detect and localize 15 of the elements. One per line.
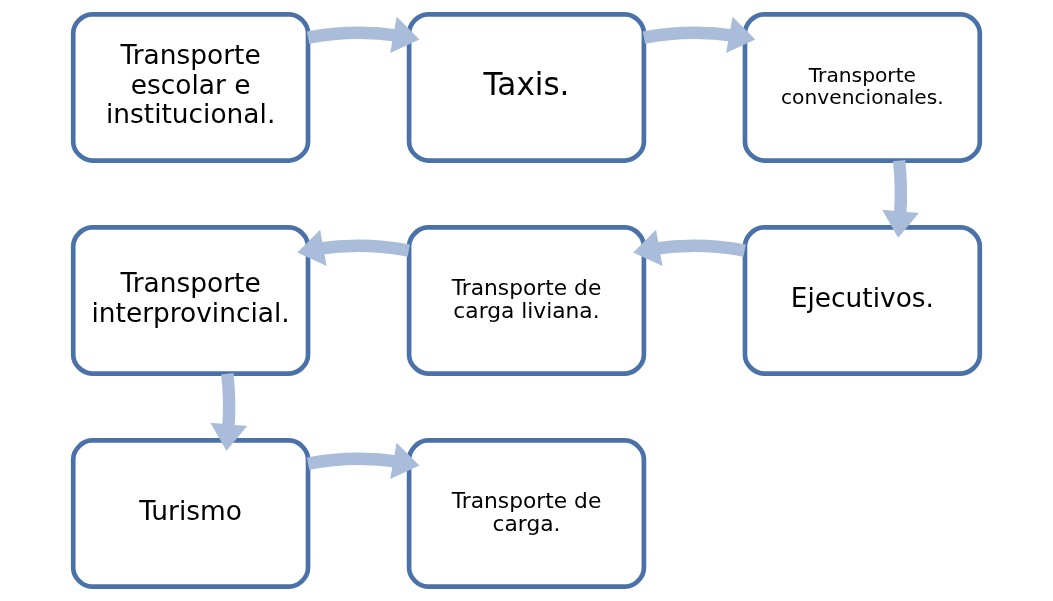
node-box: Turismo xyxy=(70,438,311,589)
node-box: Transporte convencionales. xyxy=(742,12,983,163)
arrow xyxy=(297,229,410,267)
arrow xyxy=(633,229,746,267)
node-box: Ejecutivos. xyxy=(742,225,983,376)
arrow xyxy=(642,16,756,54)
arrow xyxy=(306,16,420,54)
node-box: Taxis. xyxy=(406,12,647,163)
node-box: Transporte de carga liviana. xyxy=(406,225,647,376)
arrow xyxy=(882,160,919,238)
node-box: Transporte escolar e institucional. xyxy=(70,12,311,163)
arrow xyxy=(306,442,420,480)
node-box: Transporte de carga. xyxy=(406,438,647,589)
node-box: Transporte interprovincial. xyxy=(70,225,311,376)
arrow xyxy=(210,373,248,451)
